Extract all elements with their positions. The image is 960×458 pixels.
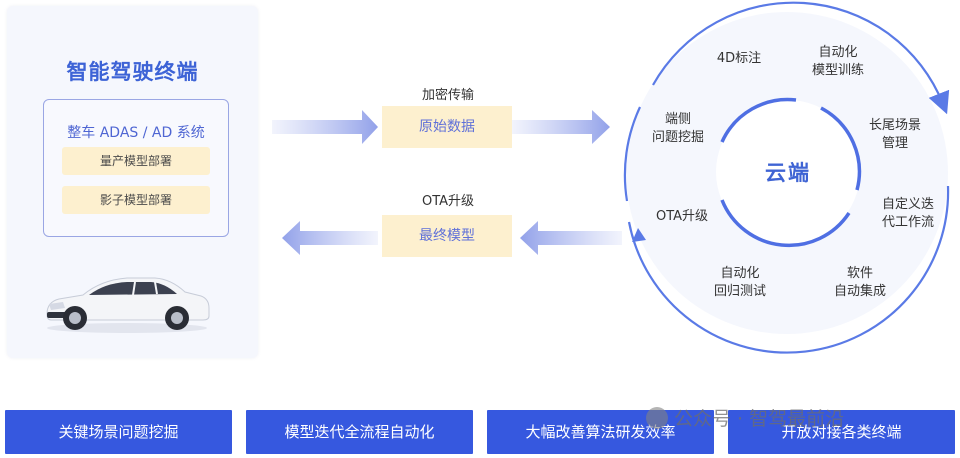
shadow-model-chip: 影子模型部署 <box>62 186 210 214</box>
upload-label: 加密传输 <box>421 88 474 103</box>
feature-scene-mining: 关键场景问题挖掘 <box>5 410 232 454</box>
wechat-icon <box>646 406 668 429</box>
download-arrow-2 <box>520 221 622 255</box>
feature-iteration-automation: 模型迭代全流程自动化 <box>246 410 473 454</box>
production-model-chip: 量产模型部署 <box>62 147 210 175</box>
feature-terminal-integration: 开放对接各类终端 <box>728 410 955 454</box>
final-model-box: 最终模型 <box>382 215 512 257</box>
outer-ring-arc <box>652 1 950 115</box>
node-long-tail: 长尾场景 管理 <box>868 118 921 151</box>
node-regression-testing: 自动化 回归测试 <box>713 266 766 299</box>
download-arrow-1 <box>282 221 378 255</box>
node-custom-workflow: 自定义迭 代工作流 <box>881 197 934 230</box>
watermark: 公众号 · 智驾最前沿 <box>646 404 844 431</box>
node-auto-training: 自动化 模型训练 <box>811 45 864 78</box>
upload-arrow-2 <box>512 110 610 144</box>
terminal-title: 智能驾驶终端 <box>66 60 199 84</box>
node-edge-mining: 端侧 问题挖掘 <box>651 112 704 145</box>
watermark-text: 公众号 · 智驾最前沿 <box>674 408 845 430</box>
car-image <box>46 277 210 333</box>
adas-system-title: 整车 ADAS / AD 系统 <box>67 125 205 141</box>
raw-data-box: 原始数据 <box>382 106 512 148</box>
node-ota-upgrade: OTA升级 <box>655 209 709 224</box>
adas-system-box: 整车 ADAS / AD 系统 量产模型部署 影子模型部署 <box>43 99 229 237</box>
terminal-panel: 智能驾驶终端 整车 ADAS / AD 系统 量产模型部署 影子模型部署 <box>7 6 258 358</box>
upload-arrow-1 <box>272 110 378 144</box>
node-4d-annotation: 4D标注 <box>716 51 762 66</box>
cloud-center-label: 云端 <box>765 161 811 185</box>
download-label: OTA升级 <box>421 194 475 209</box>
feature-rd-efficiency: 大幅改善算法研发效率 <box>487 410 714 454</box>
node-software-integration: 软件 自动集成 <box>833 266 886 299</box>
